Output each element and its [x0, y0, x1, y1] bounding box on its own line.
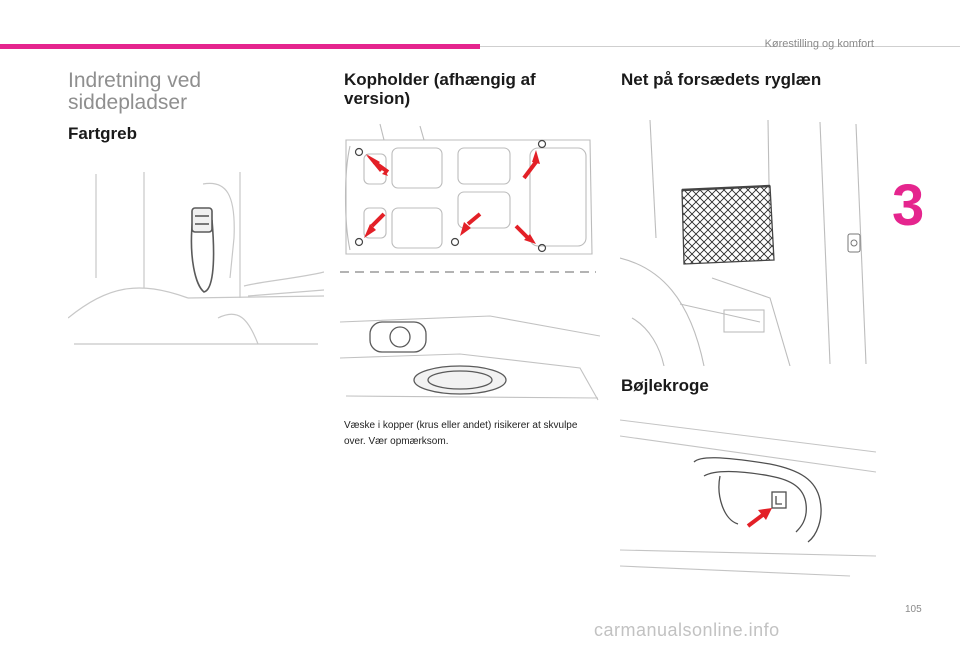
header-rule [480, 46, 960, 47]
warning-text: Væske i kopper (krus eller andet) risike… [344, 420, 578, 447]
cup-holder-illustration [340, 315, 600, 401]
watermark: carmanualsonline.info [594, 620, 780, 640]
section-title: Indretning ved siddepladser [68, 69, 202, 114]
page-number: 105 [905, 604, 922, 615]
chapter-accent-bar [0, 44, 480, 49]
heading-hooks: Bøjlekroge [621, 376, 709, 395]
heading-fartgreb: Fartgreb [68, 124, 137, 143]
heading-kopholder: Kopholder (afhængig af version) [344, 70, 536, 108]
heading-net: Net på forsædets ryglæn [621, 70, 822, 89]
seatback-net-illustration [620, 119, 867, 366]
coat-hook-illustration [620, 419, 876, 577]
cabin-top-view-illustration [340, 123, 596, 273]
grab-handle-illustration [68, 172, 324, 345]
chapter-title: Kørestilling og komfort [764, 38, 874, 50]
chapter-number: 3 [892, 173, 925, 238]
